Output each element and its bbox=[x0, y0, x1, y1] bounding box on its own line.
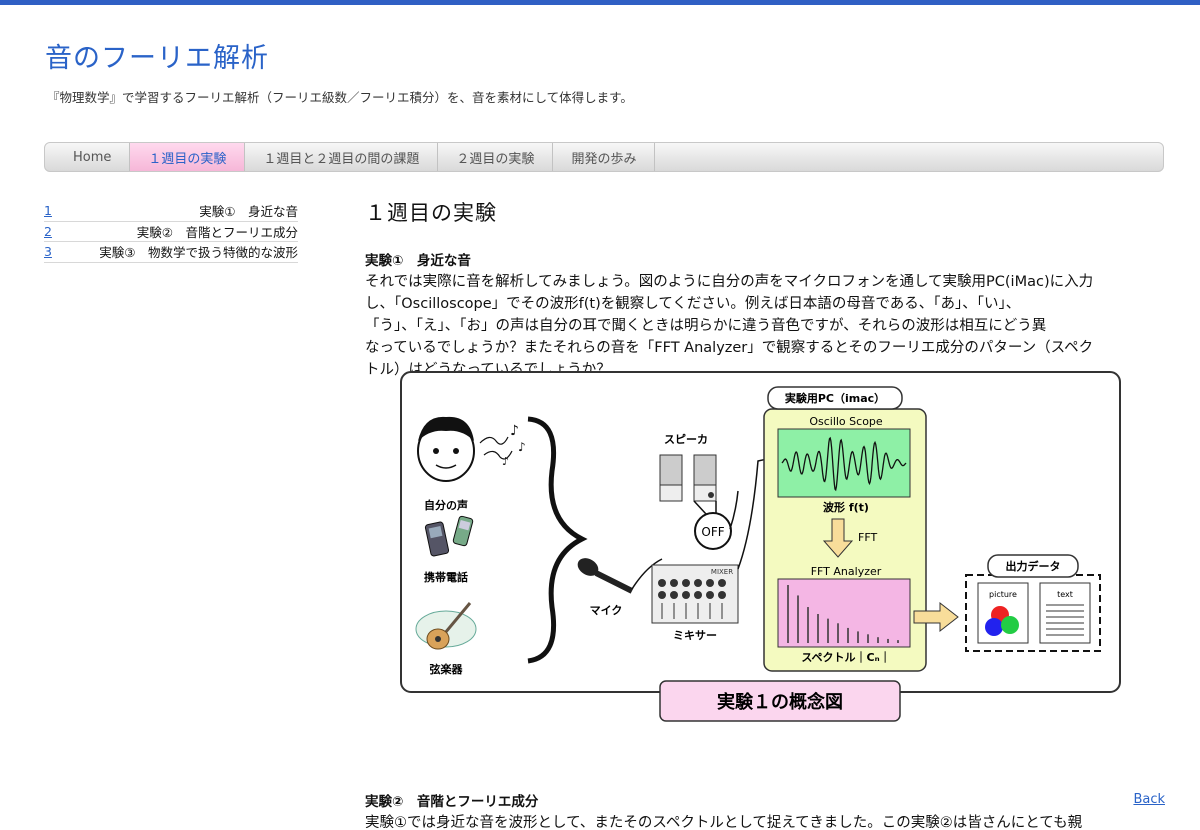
caption-box bbox=[659, 680, 901, 722]
spectrum-label: スペクトル｜Cₙ｜ bbox=[801, 650, 890, 664]
face-icon bbox=[417, 416, 475, 482]
mixer-brand: MIXER bbox=[711, 568, 733, 576]
mic-cable bbox=[631, 558, 663, 590]
speaker-cable bbox=[693, 500, 707, 515]
toc-link-2[interactable]: 2 bbox=[44, 223, 52, 239]
toc-title: 実験① 身近な音 bbox=[199, 204, 298, 220]
diagram-caption: 実験１の概念図 bbox=[717, 691, 843, 713]
toc-link-3[interactable]: 3 bbox=[44, 244, 52, 260]
spectrum-bars bbox=[787, 585, 899, 643]
mixer-label: ミキサー bbox=[673, 629, 717, 642]
oscillo-label: Oscillo Scope bbox=[809, 415, 883, 428]
text-file-icon bbox=[1039, 582, 1091, 644]
section2-paragraph: 実験①では身近な音を波形として、またそのスペクトルとして捉えてきました。この実験… bbox=[365, 815, 1083, 830]
svg-text:♪: ♪ bbox=[502, 455, 509, 468]
toc-title: 実験② 音階とフーリエ成分 bbox=[136, 224, 298, 240]
nav-week2-experiment[interactable]: ２週目の実験 bbox=[438, 143, 554, 171]
guitar-label: 弦楽器 bbox=[430, 662, 464, 676]
fft-label: FFT bbox=[858, 531, 877, 544]
nav-home[interactable]: Home bbox=[45, 143, 131, 171]
toc-link-1[interactable]: 1 bbox=[44, 203, 52, 219]
off-switch-icon bbox=[694, 512, 732, 550]
nav-week1-experiment[interactable]: １週目の実験 bbox=[130, 143, 246, 171]
phone-label: 携帯電話 bbox=[424, 570, 468, 584]
section2-heading: 実験② 音階とフーリエ成分 bbox=[365, 794, 539, 810]
output-arrow bbox=[913, 601, 959, 633]
microphone-icon bbox=[577, 558, 634, 594]
svg-text:♪: ♪ bbox=[510, 423, 519, 439]
toc-item: 1 実験① 身近な音 bbox=[44, 201, 298, 222]
back-link[interactable]: Back bbox=[1133, 792, 1165, 807]
mobile-phone-icon bbox=[424, 515, 474, 557]
rgb-circle-icon bbox=[1001, 616, 1019, 634]
text-lines-icon bbox=[1046, 604, 1084, 636]
fft-analyzer-label: FFT Analyzer bbox=[811, 565, 882, 578]
output-label-box bbox=[987, 554, 1079, 578]
nav-development-history[interactable]: 開発の歩み bbox=[553, 143, 656, 171]
concept-diagram: ♪ ♪ ♪ 自分の声 携帯電話 弦楽器 マイク スピーカ OFF bbox=[400, 371, 1121, 722]
off-label: OFF bbox=[701, 525, 724, 539]
speaker-label: スピーカ bbox=[664, 433, 708, 446]
picture-label: picture bbox=[989, 590, 1017, 599]
spectrum-screen bbox=[777, 578, 911, 648]
speaker-cable bbox=[729, 490, 739, 530]
mic-label: マイク bbox=[590, 604, 623, 617]
main-content: １週目の実験 実験① 身近な音 それでは実際に音を解析してみましょう。図のように… bbox=[365, 197, 1165, 381]
section1-paragraph: それでは実際に音を解析してみましょう。図のように自分の声をマイクロフォンを通して… bbox=[365, 274, 1094, 378]
section1-heading: 実験① 身近な音 bbox=[365, 253, 471, 269]
speaker-icon bbox=[659, 454, 717, 502]
section2: 実験② 音階とフーリエ成分 実験①では身近な音を波形として、またそのスペクトルと… bbox=[365, 790, 1165, 830]
output-label: 出力データ bbox=[1006, 559, 1061, 573]
text-label: text bbox=[1057, 590, 1073, 599]
mixer-to-pc-cable bbox=[737, 453, 779, 570]
guitar-icon bbox=[415, 602, 477, 650]
pc-label-box bbox=[767, 386, 903, 410]
fft-down-arrow bbox=[822, 518, 854, 558]
voice-label: 自分の声 bbox=[424, 498, 468, 512]
toc-title: 実験③ 物数学で扱う特徴的な波形 bbox=[99, 245, 298, 261]
nav-between-weeks-task[interactable]: １週目と２週目の間の課題 bbox=[245, 143, 439, 171]
waveform-label: 波形 f(t) bbox=[823, 500, 869, 514]
main-nav: Home １週目の実験 １週目と２週目の間の課題 ２週目の実験 開発の歩み bbox=[44, 142, 1164, 172]
toc-item: 3 実験③ 物数学で扱う特徴的な波形 bbox=[44, 242, 298, 263]
page-heading: １週目の実験 bbox=[365, 201, 497, 225]
toc-item: 2 実験② 音階とフーリエ成分 bbox=[44, 222, 298, 242]
svg-text:♪: ♪ bbox=[518, 440, 526, 454]
site-subtitle: 『物理数学』で学習するフーリエ解析（フーリエ級数／フーリエ積分）を、音を素材にし… bbox=[47, 90, 633, 105]
waveform-line bbox=[781, 436, 907, 492]
top-accent-bar bbox=[0, 0, 1200, 5]
input-brace bbox=[527, 416, 588, 664]
table-of-contents: 1 実験① 身近な音 2 実験② 音階とフーリエ成分 3 実験③ 物数学で扱う特… bbox=[44, 201, 298, 263]
music-note-icon: ♪ ♪ ♪ bbox=[479, 423, 526, 468]
site-title[interactable]: 音のフーリエ解析 bbox=[45, 43, 269, 74]
rgb-circle-icon bbox=[985, 618, 1003, 636]
mixer-icon: MIXER bbox=[651, 564, 739, 624]
pc-label: 実験用PC（imac） bbox=[785, 391, 885, 405]
